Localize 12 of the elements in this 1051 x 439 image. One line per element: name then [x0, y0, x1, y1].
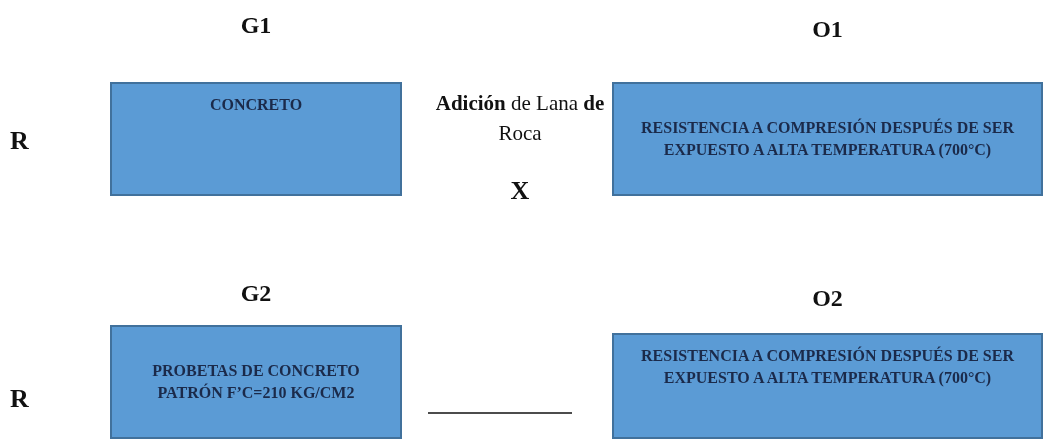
group-heading: G1 — [240, 12, 272, 39]
group-heading: G2 — [240, 280, 272, 307]
group-heading: O2 — [812, 285, 843, 312]
design-symbol: R — [10, 383, 30, 415]
box-text: RESISTENCIA A COMPRESIÓN DESPUÉS DE SER EXPUESTO A ALTA TEMPERATURA (700°C) — [640, 117, 1015, 161]
design-symbol: R — [10, 125, 30, 157]
box-text: PROBETAS DE CONCRETO PATRÓN F’C=210 KG/CM2 — [151, 361, 361, 403]
variable-label: Adición de Lana de Roca — [434, 90, 606, 148]
group-heading: O1 — [812, 16, 843, 43]
design-symbol: X — [509, 175, 531, 207]
box-text: RESISTENCIA A COMPRESIÓN DESPUÉS DE SER EXPUESTO A ALTA TEMPERATURA (700°C) — [640, 345, 1015, 389]
box-text: CONCRETO — [209, 95, 303, 115]
